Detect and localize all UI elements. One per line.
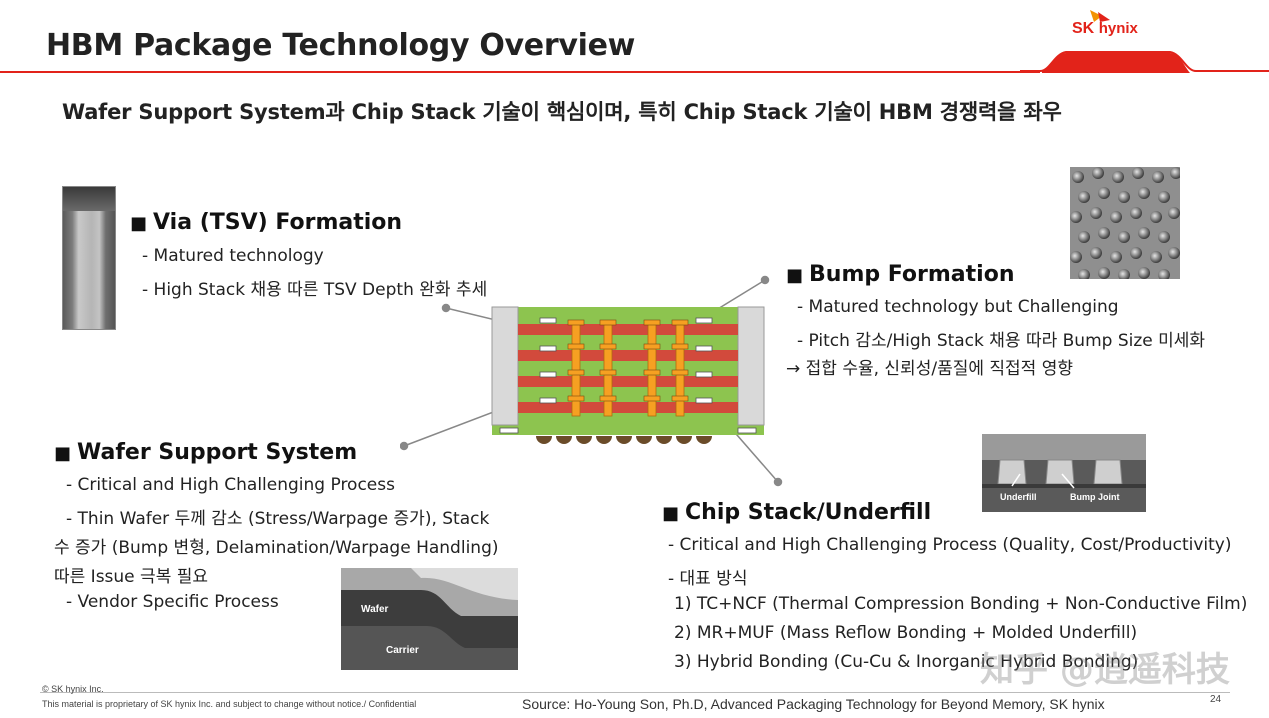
page-number: 24 <box>1210 694 1222 705</box>
wafer-label: Wafer <box>361 604 389 615</box>
header-divider <box>0 71 1040 73</box>
footer-copyright: © SK hynix Inc. <box>42 684 104 694</box>
wafer-line-3: 수 증가 (Bump 변형, Delamination/Warpage Hand… <box>54 538 499 558</box>
chip-stack-heading: ■Chip Stack/Underfill <box>662 500 931 525</box>
tsv-cross-section-image <box>62 186 116 330</box>
bump-sem-image <box>1070 167 1180 279</box>
chip-stack-heading-text: Chip Stack/Underfill <box>685 500 932 525</box>
logo-hynix-text: hynix <box>1098 20 1138 37</box>
zhihu-watermark: 知乎 @逍遥科技 <box>980 650 1230 690</box>
page-title: HBM Package Technology Overview <box>46 28 636 63</box>
source-citation: Source: Ho-Young Son, Ph.D, Advanced Pac… <box>522 696 1105 712</box>
footer-notice: This material is proprietary of SK hynix… <box>42 699 417 709</box>
wafer-carrier-image: Wafer Carrier <box>341 568 518 670</box>
via-heading-text: Via (TSV) Formation <box>153 210 403 235</box>
hbm-package-diagram <box>400 275 783 487</box>
via-line-2: - High Stack 채용 따른 TSV Depth 완화 추세 <box>142 280 488 300</box>
bump-formation-heading: ■Bump Formation <box>786 262 1014 287</box>
wafer-line-4: 따른 Issue 극복 필요 <box>54 567 209 587</box>
bump-line-1: - Matured technology but Challenging <box>797 297 1119 317</box>
logo-sk-text: SK <box>1072 20 1095 37</box>
bullet-marker: ■ <box>662 503 680 524</box>
wafer-support-heading: ■Wafer Support System <box>54 440 357 465</box>
logo-butterfly-icon <box>1090 10 1110 22</box>
carrier-label: Carrier <box>386 645 419 656</box>
bump-line-2: - Pitch 감소/High Stack 채용 따라 Bump Size 미세… <box>797 331 1206 351</box>
wafer-line-2: - Thin Wafer 두께 감소 (Stress/Warpage 증가), … <box>66 509 490 529</box>
chip-line-4: 2) MR+MUF (Mass Reflow Bonding + Molded … <box>674 623 1138 643</box>
chip-line-3: 1) TC+NCF (Thermal Compression Bonding +… <box>674 594 1248 614</box>
bump-heading-text: Bump Formation <box>809 262 1015 287</box>
footer-divider <box>40 692 1230 693</box>
bullet-marker: ■ <box>130 213 148 234</box>
wafer-line-5: - Vendor Specific Process <box>66 592 279 612</box>
chip-line-5: 3) Hybrid Bonding (Cu-Cu & Inorganic Hyb… <box>674 652 1139 672</box>
wafer-support-heading-text: Wafer Support System <box>77 440 358 465</box>
sk-hynix-logo: SK hynix <box>1072 20 1138 38</box>
underfill-sem-image: Underfill Bump Joint <box>982 434 1146 512</box>
underfill-label: Underfill <box>1000 492 1037 502</box>
subtitle: Wafer Support System과 Chip Stack 기술이 핵심이… <box>62 100 1062 124</box>
via-formation-heading: ■Via (TSV) Formation <box>130 210 402 235</box>
wafer-line-1: - Critical and High Challenging Process <box>66 475 395 495</box>
chip-line-1: - Critical and High Challenging Process … <box>668 535 1232 555</box>
bullet-marker: ■ <box>786 265 804 286</box>
chip-line-2: - 대표 방식 <box>668 569 748 589</box>
bullet-marker: ■ <box>54 443 72 464</box>
header-logo-swoosh <box>1020 51 1269 73</box>
via-line-1: - Matured technology <box>142 246 324 266</box>
bump-joint-label: Bump Joint <box>1070 492 1120 502</box>
bump-line-3: → 접합 수율, 신뢰성/품질에 직접적 영향 <box>786 359 1073 379</box>
